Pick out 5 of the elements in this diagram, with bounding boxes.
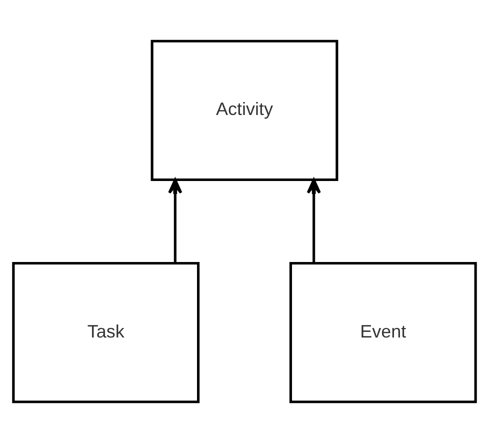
arrow: [306, 178, 321, 263]
node-box: Event: [289, 262, 477, 404]
node-box: Task: [12, 262, 200, 404]
node-box: Activity: [150, 40, 338, 182]
arrow: [168, 178, 182, 263]
